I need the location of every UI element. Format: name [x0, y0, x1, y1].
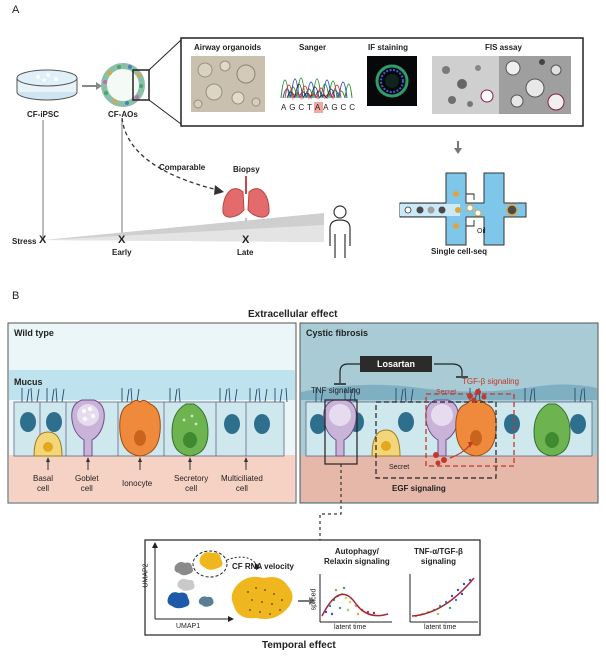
sanger-base: A	[314, 103, 321, 112]
stress-x-mark: X	[39, 234, 47, 246]
autophagy-label: Autophagy/Relaxin signaling	[324, 547, 390, 567]
sanger-title: Sanger	[299, 43, 327, 52]
rna-velocity-label: CF RNA velocity	[232, 562, 294, 571]
secretory-text: Secretory	[174, 474, 209, 483]
fis-assay-image	[432, 56, 571, 114]
multiciliated-cell-text: cell	[235, 484, 248, 493]
umap2-label: UMAP2	[142, 563, 150, 588]
sanger-base: C	[349, 103, 355, 112]
goblet-cell-text: cell	[80, 484, 93, 493]
if-staining-title: IF staining	[368, 43, 408, 52]
goblet-text: Goblet	[75, 474, 99, 483]
signaling-text: signaling	[420, 557, 457, 566]
latent-time-label-2: latent time	[424, 624, 457, 631]
person-icon	[329, 205, 351, 258]
losartan-label: Losartan	[376, 359, 415, 369]
egf-signaling-label: EGF signaling	[392, 484, 446, 493]
airway-organoids-image	[191, 56, 265, 112]
temporal-effect-title: Temporal effect	[262, 640, 336, 651]
if-staining-image	[367, 56, 417, 106]
relaxin-text: Relaxin signaling	[324, 557, 390, 566]
late-label: Late	[237, 248, 254, 257]
microfluidic-chip-icon	[399, 172, 527, 246]
early-label: Early	[112, 248, 132, 257]
latent-time-label-1: latent time	[334, 624, 367, 631]
spliced-label: spliced	[310, 588, 318, 611]
secretory-cell-text: cell	[185, 484, 198, 493]
basal-text: Basal	[33, 474, 54, 483]
biopsy-label: Biopsy	[233, 165, 260, 174]
panel-a-graphics	[16, 37, 584, 258]
sanger-base: C	[298, 103, 305, 112]
cf-aos-label: CF-AOs	[108, 110, 138, 119]
ionocyte-label: Ionocyte	[122, 479, 153, 488]
autophagy-text: Autophagy/	[334, 547, 379, 556]
mucus-label: Mucus	[14, 377, 43, 387]
cf-ipsc-label: CF-iPSC	[27, 110, 59, 119]
panel-a-letter: A	[12, 4, 20, 16]
secret-top-label: Secret	[436, 389, 457, 396]
basal-cell-text: cell	[37, 484, 50, 493]
stress-label: Stress	[12, 237, 37, 246]
tgf-signaling-label: TGF-β signaling	[462, 377, 520, 386]
lungs-icon	[222, 176, 270, 218]
single-cell-seq-label: Single cell-seq	[431, 247, 488, 256]
airway-organoids-title: Airway organoids	[194, 43, 262, 52]
umap1-label: UMAP1	[176, 623, 201, 630]
wt-epithelium	[13, 387, 288, 470]
sanger-base: A	[281, 103, 287, 112]
wild-type-label: Wild type	[14, 328, 54, 338]
comparable-label: Comparable	[159, 163, 206, 172]
sanger-base: G	[331, 103, 338, 112]
tnf-signaling-label: TNF signaling	[311, 386, 361, 395]
sanger-base: T	[307, 103, 312, 112]
tnf-tgf-text: TNF-α/TGF-β	[414, 547, 463, 556]
losartan-box: Losartan	[360, 356, 432, 372]
oil-label: Oil	[477, 228, 486, 235]
panel-b-letter: B	[12, 290, 20, 302]
fis-assay-title: FIS assay	[485, 43, 522, 52]
late-x-mark: X	[242, 234, 250, 246]
sanger-chromatogram	[279, 54, 353, 113]
sanger-sequence: A G C T A A G C C	[281, 103, 355, 112]
cystic-fibrosis-label: Cystic fibrosis	[306, 328, 369, 338]
early-x-mark: X	[118, 234, 126, 246]
sanger-base: C	[340, 103, 347, 112]
sanger-base: G	[289, 103, 296, 112]
petri-dish-icon	[16, 69, 78, 101]
sanger-base: A	[323, 103, 329, 112]
extracellular-effect-title: Extracellular effect	[248, 309, 338, 320]
multiciliated-text: Multiciliated	[221, 474, 263, 483]
secret-bottom-label: Secret	[389, 464, 410, 471]
